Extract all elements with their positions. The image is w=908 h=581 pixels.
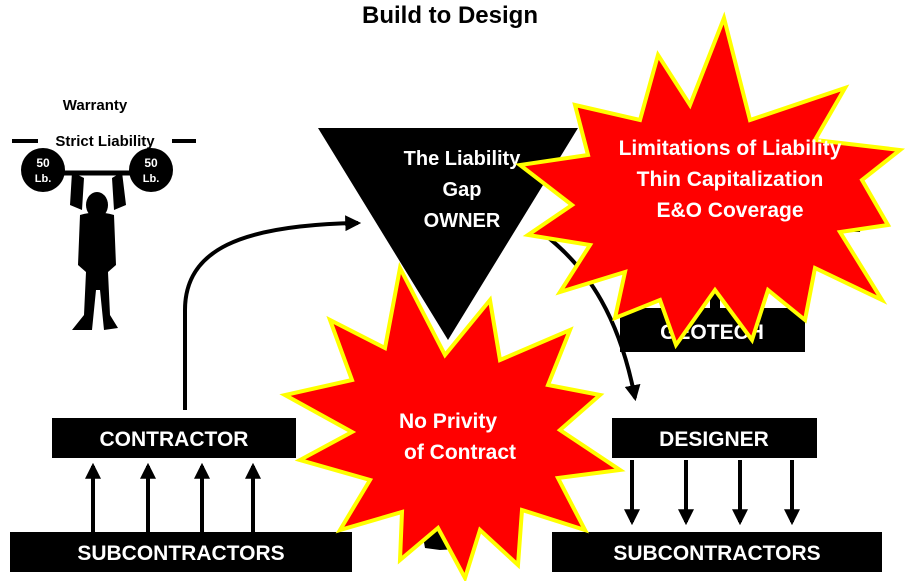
burst-bottom-line-2: of Contract <box>404 441 516 464</box>
owner-line-1: The Liability <box>404 148 522 170</box>
weight-left-number: 50 <box>36 156 50 170</box>
left-subcontractor-arrows <box>85 462 261 532</box>
weight-right-number: 50 <box>144 156 158 170</box>
owner-line-2: Gap <box>443 179 482 201</box>
weight-left-unit: Lb. <box>35 173 52 185</box>
burst-bottom-line-1: No Privity <box>399 410 497 433</box>
designer-box <box>612 418 817 458</box>
page-title: Build to Design <box>362 2 538 29</box>
burst-top-line-3: E&O Coverage <box>656 199 803 222</box>
subcontractors-left-label: SUBCONTRACTORS <box>77 542 284 565</box>
designer-label: DESIGNER <box>659 428 769 451</box>
lifter-head <box>86 192 108 218</box>
subcontractors-left-box <box>10 532 352 572</box>
contractor-label: CONTRACTOR <box>100 428 249 451</box>
burst-top-line-2: Thin Capitalization <box>637 168 824 191</box>
subcontractors-right-box <box>552 532 882 572</box>
lifter-arms <box>70 172 126 210</box>
contractor-box <box>52 418 296 458</box>
weight-plate-left <box>21 148 65 192</box>
strict-liability-label: Strict Liability <box>55 133 155 150</box>
subcontractors-right-label: SUBCONTRACTORS <box>613 542 820 565</box>
geotech-box <box>620 308 805 352</box>
weight-plate-right <box>129 148 173 192</box>
lifter-body <box>72 212 118 330</box>
contractor-to-owner-arrow <box>183 215 362 410</box>
weightlifter-figure: Warranty Strict Liability 50 Lb. 50 Lb. <box>12 97 196 330</box>
owner-triangle <box>318 128 578 340</box>
right-subcontractor-arrows <box>624 460 800 526</box>
burst-top-starburst <box>515 11 906 350</box>
burst-top-line-1: Limitations of Liability <box>619 137 842 160</box>
burst-bottom-starburst <box>279 261 626 581</box>
weight-right-unit: Lb. <box>143 173 160 185</box>
warranty-label: Warranty <box>63 97 128 114</box>
owner-line-3: OWNER <box>424 210 501 232</box>
geotech-connector <box>710 292 720 308</box>
owner-to-designer-arrow <box>543 233 641 402</box>
